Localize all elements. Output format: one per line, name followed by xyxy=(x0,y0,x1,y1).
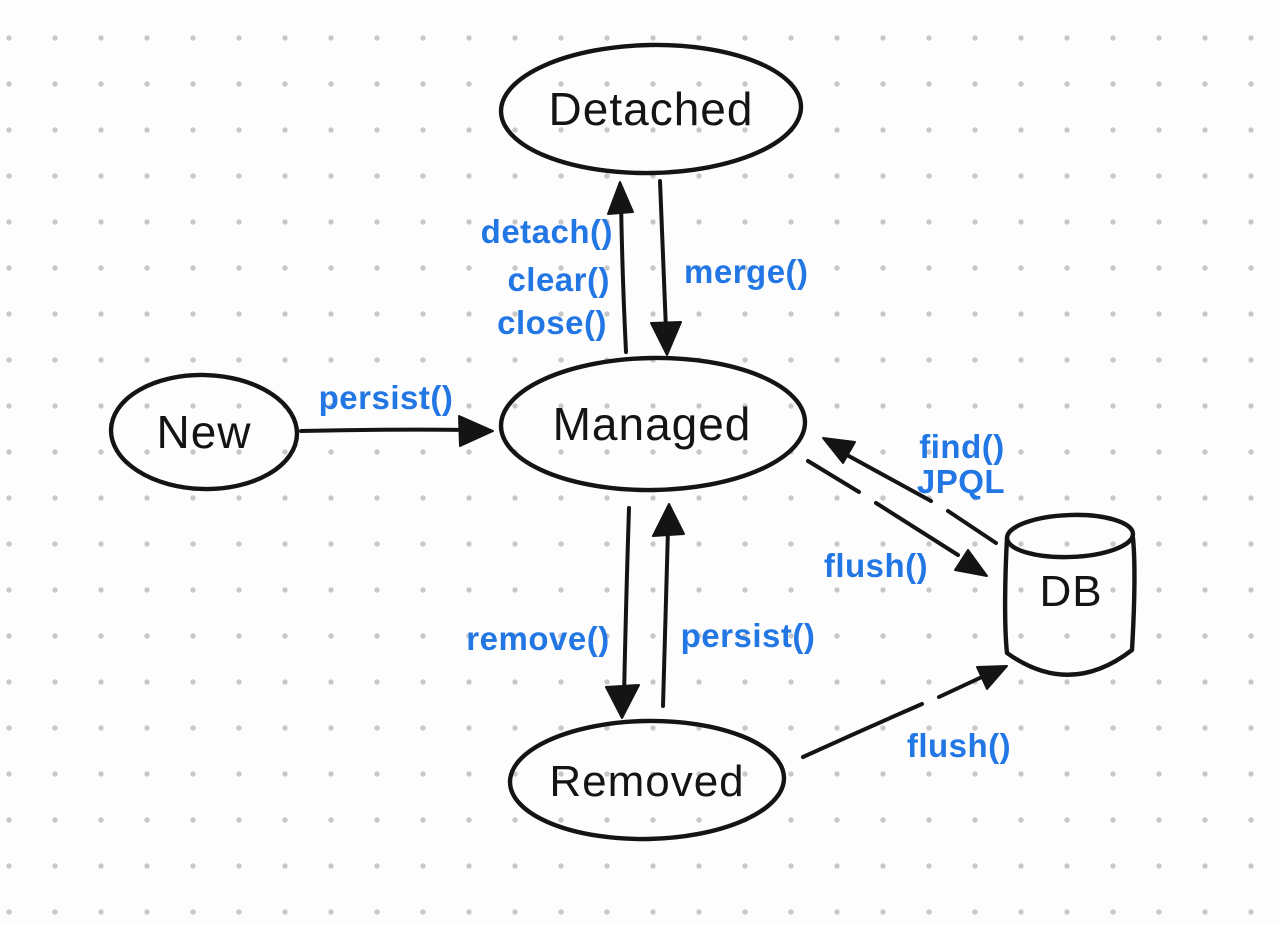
edge-label-persist-removed: persist() xyxy=(681,617,816,654)
edge-managed-removed-line xyxy=(622,506,631,700)
edge-label-clear: clear() xyxy=(507,261,610,298)
node-new-label: New xyxy=(156,406,251,458)
edge-db-managed-arrowhead xyxy=(822,437,856,464)
edge-label-merge: merge() xyxy=(684,253,809,290)
edge-removed-managed-line xyxy=(661,527,670,708)
node-db-label: DB xyxy=(1039,567,1102,616)
edge-managed-db-line xyxy=(806,459,960,557)
edge-managed-detached-line xyxy=(619,196,628,354)
edge-label-jpql: JPQL xyxy=(917,463,1005,500)
edge-removed-managed-arrowhead xyxy=(652,503,685,537)
node-db: DB xyxy=(1002,512,1137,677)
edge-removed-db-arrowhead xyxy=(976,665,1008,690)
node-detached-ellipse xyxy=(498,42,804,176)
node-new: New xyxy=(108,372,300,492)
node-removed-ellipse xyxy=(507,718,787,842)
node-managed-label: Managed xyxy=(553,398,752,450)
edge-managed-db-arrowhead xyxy=(954,549,988,577)
edge-detached-managed-arrowhead xyxy=(650,321,682,356)
node-detached-label: Detached xyxy=(549,83,754,135)
node-removed-label: Removed xyxy=(549,757,744,806)
edge-label-find: find() xyxy=(919,428,1004,465)
edge-new-managed-arrowhead xyxy=(458,415,494,447)
node-managed-ellipse xyxy=(498,355,808,493)
edge-new-managed-line xyxy=(299,427,476,433)
edge-label-remove: remove() xyxy=(466,620,609,657)
edge-label-flush-removed: flush() xyxy=(907,727,1011,764)
edge-db-managed-line xyxy=(834,447,998,545)
edge-label-persist-new: persist() xyxy=(319,379,454,416)
edge-label-close: close() xyxy=(497,304,607,341)
edge-managed-removed-arrowhead xyxy=(605,684,640,719)
node-detached: Detached xyxy=(498,42,804,176)
edge-managed-detached-arrowhead xyxy=(607,181,634,215)
edge-detached-managed-line xyxy=(658,179,668,332)
edge-removed-db-line xyxy=(801,674,986,759)
node-db-body xyxy=(1002,535,1137,677)
edge-label-flush-managed: flush() xyxy=(824,547,928,584)
node-managed: Managed xyxy=(498,355,808,493)
edge-label-detach: detach() xyxy=(481,213,613,250)
node-new-ellipse xyxy=(108,372,300,492)
node-db-top xyxy=(1004,512,1136,560)
node-removed: Removed xyxy=(507,718,787,842)
